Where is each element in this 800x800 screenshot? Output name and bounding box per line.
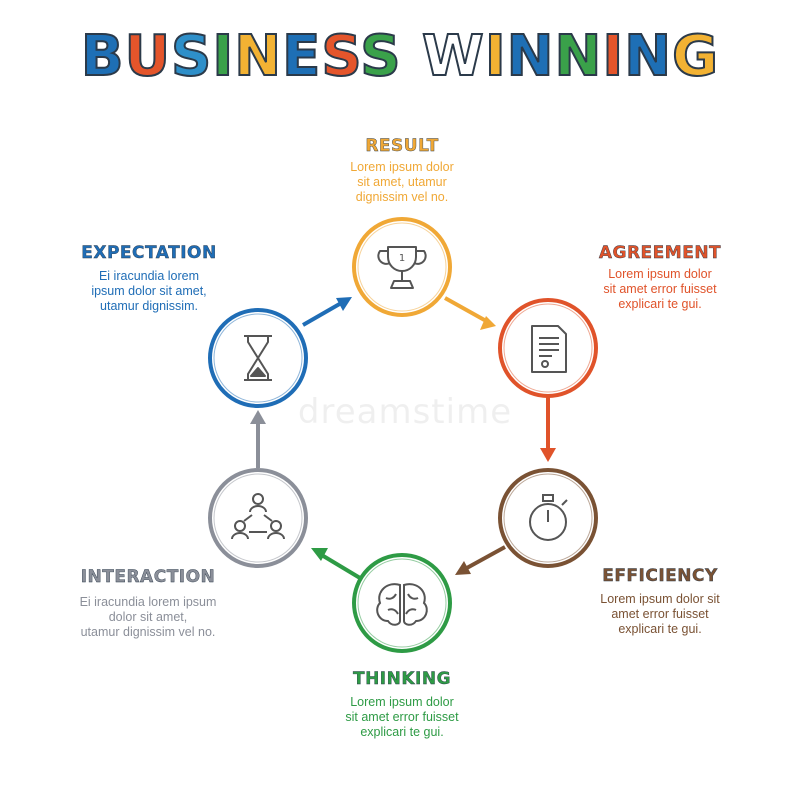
step-agreement: AGREEMENT Lorem ipsum dolor sit amet err… — [575, 243, 745, 312]
main-title: BUSINESS WINNING — [0, 22, 800, 92]
step-agreement-text: Lorem ipsum dolor sit amet error fuisset… — [603, 267, 717, 311]
step-result-title: RESULT — [365, 136, 439, 156]
node-result — [352, 217, 452, 317]
title-letter: S — [170, 23, 213, 90]
connector-result-agreement — [444, 296, 496, 330]
watermark: dreamstime — [297, 392, 513, 432]
hourglass-icon — [244, 335, 272, 381]
connector-expectation-result — [302, 297, 352, 327]
title-letter: N — [233, 23, 283, 90]
trophy-icon: 1 — [377, 246, 427, 289]
node-thinking — [352, 553, 452, 653]
node-interaction — [208, 468, 308, 568]
step-result-text: Lorem ipsum dolor sit amet, utamur digni… — [350, 160, 454, 204]
connector-thinking-interaction — [311, 548, 362, 580]
title-letter: S — [359, 23, 402, 90]
step-efficiency: EFFICIENCY Lorem ipsum dolor sit amet er… — [580, 566, 740, 637]
title-letter: I — [484, 23, 507, 90]
connector-efficiency-thinking — [455, 545, 506, 575]
step-interaction: INTERACTION Ei iracundia lorem ipsum dol… — [58, 567, 238, 640]
node-agreement — [498, 298, 598, 398]
step-efficiency-title: EFFICIENCY — [602, 566, 718, 586]
step-expectation-title: EXPECTATION — [81, 243, 217, 263]
step-agreement-title: AGREEMENT — [598, 243, 722, 263]
step-efficiency-text: Lorem ipsum dolor sit amet error fuisset… — [600, 592, 720, 636]
svg-text:1: 1 — [399, 253, 405, 264]
title-letter: G — [671, 23, 720, 90]
step-expectation: EXPECTATION Ei iracundia lorem ipsum dol… — [64, 243, 234, 314]
step-thinking-text: Lorem ipsum dolor sit amet error fuisset… — [345, 695, 459, 739]
step-interaction-title: INTERACTION — [80, 567, 216, 587]
stopwatch-icon — [529, 494, 568, 541]
title-letter: U — [124, 23, 172, 90]
step-thinking-title: THINKING — [352, 669, 452, 689]
document-icon — [531, 325, 567, 373]
title-letter: W — [421, 23, 485, 90]
connector-interaction-expectation — [250, 410, 266, 468]
title-letter: N — [554, 23, 603, 90]
title-letter: E — [281, 23, 322, 90]
connector-agreement-efficiency — [540, 393, 556, 462]
step-expectation-text: Ei iracundia lorem ipsum dolor sit amet,… — [91, 269, 207, 313]
title-letter: N — [506, 23, 555, 90]
step-interaction-text: Ei iracundia lorem ipsum dolor sit amet,… — [79, 595, 217, 639]
brain-icon — [376, 583, 428, 626]
title-letter: I — [601, 23, 625, 90]
title-letter: S — [320, 23, 361, 90]
title-letter: I — [211, 23, 235, 90]
title-letter: B — [80, 23, 125, 90]
step-thinking: THINKING Lorem ipsum dolor sit amet erro… — [300, 669, 504, 740]
title-letter: N — [623, 23, 673, 90]
network-icon — [231, 493, 285, 540]
step-result: RESULT Lorem ipsum dolor sit amet, utamu… — [300, 136, 504, 205]
